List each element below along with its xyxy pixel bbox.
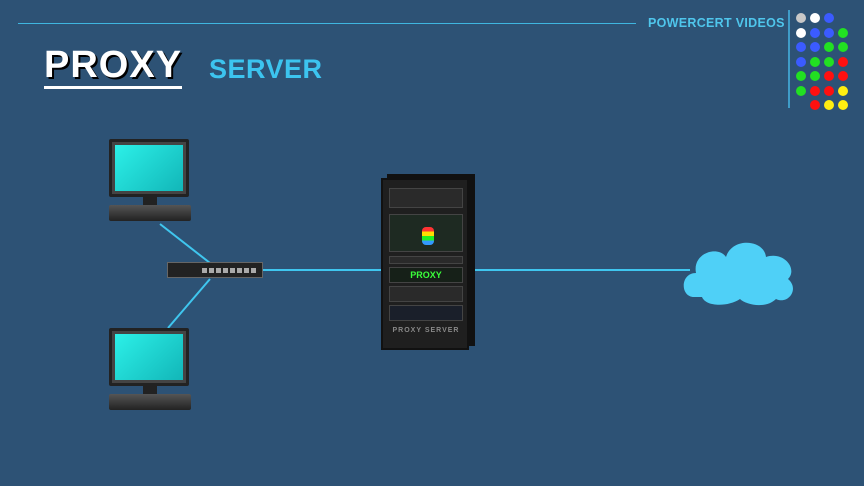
logo-dot <box>838 85 848 96</box>
logo-dot <box>796 42 806 52</box>
logo-dot <box>796 56 806 67</box>
link-pc2-switch <box>167 278 211 329</box>
logo-dot <box>796 85 806 96</box>
logo-dot <box>824 71 834 81</box>
logo-dot <box>838 56 848 67</box>
logo-dot <box>838 42 848 52</box>
server-nameplate: PROXY SERVER <box>392 326 460 334</box>
logo-dot <box>824 13 834 23</box>
header-rule <box>18 23 636 24</box>
network-switch[interactable] <box>167 262 263 278</box>
logo-dot <box>810 42 820 52</box>
desktop-tower <box>109 394 191 410</box>
logo-dot <box>838 71 848 81</box>
proxy-server-rack[interactable]: PROXY PROXY SERVER <box>381 178 469 350</box>
switch-port <box>216 267 221 273</box>
server-display-label: PROXY <box>410 270 442 280</box>
computer-1[interactable] <box>109 139 191 221</box>
logo-dot <box>796 13 806 23</box>
switch-port <box>237 267 242 273</box>
brand-label: POWERCERT VIDEOS <box>648 16 785 30</box>
logo-dot <box>838 27 848 38</box>
monitor-icon <box>109 328 189 386</box>
logo-dot <box>838 100 848 110</box>
computer-2[interactable] <box>109 328 191 410</box>
logo-dot <box>810 27 820 38</box>
logo-dot <box>824 42 834 52</box>
internet-cloud-icon <box>683 242 793 306</box>
switch-port <box>230 267 235 273</box>
brand-dots-logo <box>796 13 849 112</box>
link-pc1-switch <box>159 223 211 264</box>
logo-dot <box>810 100 820 110</box>
logo-dot <box>810 56 820 67</box>
logo-dot <box>824 100 834 110</box>
logo-dot <box>824 27 834 38</box>
logo-dot <box>796 71 806 81</box>
switch-port <box>209 267 214 273</box>
logo-dot <box>810 13 820 23</box>
switch-port <box>202 267 207 273</box>
logo-dot <box>824 56 834 67</box>
logo-divider <box>788 10 790 108</box>
logo-dot <box>810 85 820 96</box>
monitor-icon <box>109 139 189 197</box>
title-proxy: PROXY <box>44 44 183 89</box>
switch-port <box>244 267 249 273</box>
logo-dot <box>824 85 834 96</box>
desktop-tower <box>109 205 191 221</box>
switch-port <box>223 267 228 273</box>
logo-dot <box>796 27 806 38</box>
logo-dot <box>810 71 820 81</box>
title-server: SERVER <box>209 54 323 84</box>
switch-port <box>251 267 256 273</box>
